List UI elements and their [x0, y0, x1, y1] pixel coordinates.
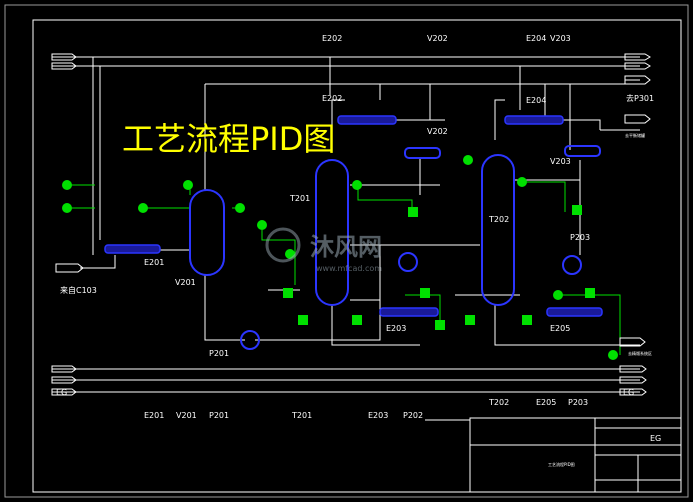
stream-arrows [55, 75, 651, 347]
watermark-url: www.mfcad.com [316, 264, 382, 273]
header-tag-e204: E204 [526, 34, 546, 43]
exchanger-e205 [546, 307, 603, 317]
instruments [62, 155, 618, 360]
top-headers [51, 53, 651, 70]
exchanger-e202 [337, 115, 397, 125]
title-block-project-code: EG [650, 434, 661, 443]
exchanger-e203 [379, 307, 439, 317]
exchanger-e204 [504, 115, 564, 125]
pump-p203 [562, 255, 582, 275]
watermark: 沐风网 www.mfcad.com [265, 227, 382, 273]
tag-e205: E205 [550, 324, 570, 333]
vessel-v201 [189, 189, 225, 276]
header-tag-v203: V203 [550, 34, 571, 43]
column-t202 [481, 154, 515, 306]
title-block: 工艺流程PID图 EG [425, 417, 682, 493]
process-lines [80, 57, 640, 346]
legend-p203: P203 [568, 398, 588, 407]
pump-p201 [240, 330, 260, 350]
legend-e205: E205 [536, 398, 556, 407]
tag-p201: P201 [209, 349, 229, 358]
legend-p202: P202 [403, 411, 423, 420]
tag-v203: V203 [550, 157, 571, 166]
tag-t201: T201 [289, 194, 310, 203]
tag-v201: V201 [175, 278, 196, 287]
outer-border [4, 4, 689, 498]
drum-v202 [404, 147, 441, 159]
tag-p203: P203 [570, 233, 590, 242]
tag-v202: V202 [427, 127, 448, 136]
tag-e202: E202 [322, 94, 342, 103]
stream-from-c103: 来自C103 [60, 285, 97, 295]
tag-e204: E204 [526, 96, 546, 105]
header-tag-v202: V202 [427, 34, 448, 43]
legend-e203: E203 [368, 411, 388, 420]
column-t201 [315, 159, 349, 306]
tag-e203: E203 [386, 324, 406, 333]
equipment [104, 115, 603, 350]
legend-v201: V201 [176, 411, 197, 420]
utility-line-eg-right: EG [623, 388, 634, 397]
legend-e201: E201 [144, 411, 164, 420]
title-block-drawing-name: 工艺流程PID图 [548, 461, 575, 467]
watermark-brand: 沐风网 [310, 233, 382, 261]
stream-to-balance-tank: 去平衡储罐 [625, 132, 645, 138]
tag-t202: T202 [488, 215, 509, 224]
header-tag-e202: E202 [322, 34, 342, 43]
bottom-headers [51, 365, 647, 396]
exchanger-e201 [104, 244, 161, 254]
stream-to-distillation: 去精馏系统区 [628, 350, 652, 356]
page-title: 工艺流程PID图 [122, 120, 335, 158]
pump-p202 [398, 252, 418, 272]
tag-e201: E201 [144, 258, 164, 267]
legend-t201: T201 [291, 411, 312, 420]
utility-line-eg: EG [56, 388, 67, 397]
legend-p201: P201 [209, 411, 229, 420]
drum-v203 [564, 145, 601, 157]
inner-border [32, 19, 682, 493]
stream-to-p301: 去P301 [626, 93, 654, 103]
legend-t202: T202 [488, 398, 509, 407]
